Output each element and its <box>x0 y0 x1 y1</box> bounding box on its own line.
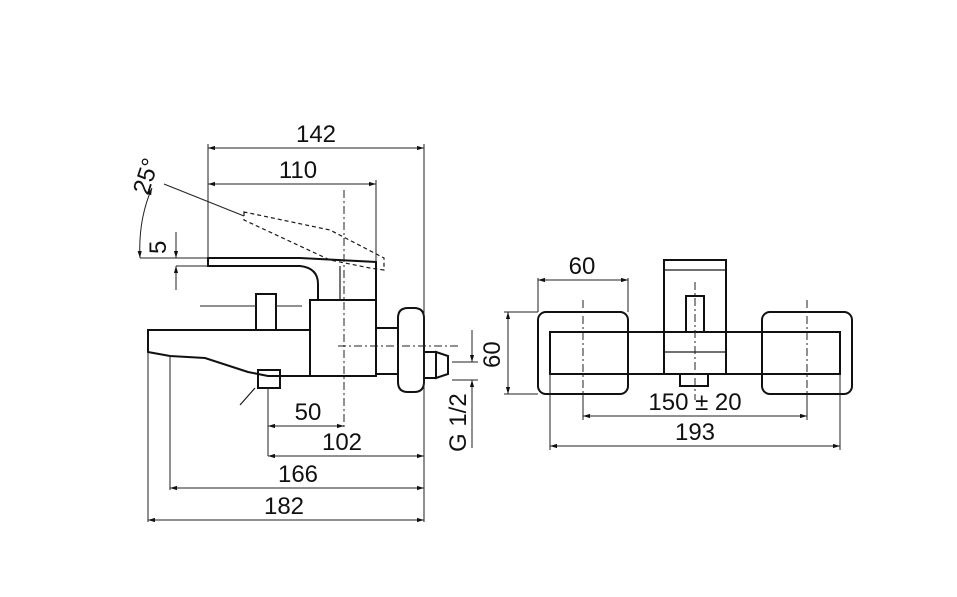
connector-nut <box>423 351 437 379</box>
label-thread: G 1/2 <box>445 393 472 452</box>
label-182: 182 <box>264 493 304 520</box>
label-142: 142 <box>296 121 336 148</box>
diverter-knob <box>255 293 277 331</box>
label-166: 166 <box>278 461 318 488</box>
lever-handle <box>207 257 377 301</box>
mixer-body <box>309 299 377 377</box>
aerator-leader <box>239 387 256 406</box>
lever-raised-ghost <box>243 211 385 271</box>
label-193: 193 <box>675 419 715 446</box>
angle-ray <box>163 183 245 217</box>
label-5: 5 <box>145 241 172 254</box>
body-neck <box>375 327 399 375</box>
front-view: 60 60 150 ± 20 193 <box>479 253 853 450</box>
label-50: 50 <box>295 399 322 426</box>
angle-arc <box>137 187 153 259</box>
aerator <box>257 369 281 389</box>
spout-outline <box>147 329 311 377</box>
connector-thread <box>435 350 449 380</box>
spout-front <box>679 373 709 387</box>
label-angle: 25° <box>128 155 165 198</box>
label-150: 150 ± 20 <box>648 389 741 416</box>
wall-flange <box>397 307 425 393</box>
side-view: 142 110 25° 5 50 102 166 182 G 1/2 <box>128 121 478 523</box>
label-60-height: 60 <box>479 341 506 368</box>
label-60-width: 60 <box>569 253 596 280</box>
label-110: 110 <box>279 157 317 184</box>
label-102: 102 <box>322 429 362 456</box>
